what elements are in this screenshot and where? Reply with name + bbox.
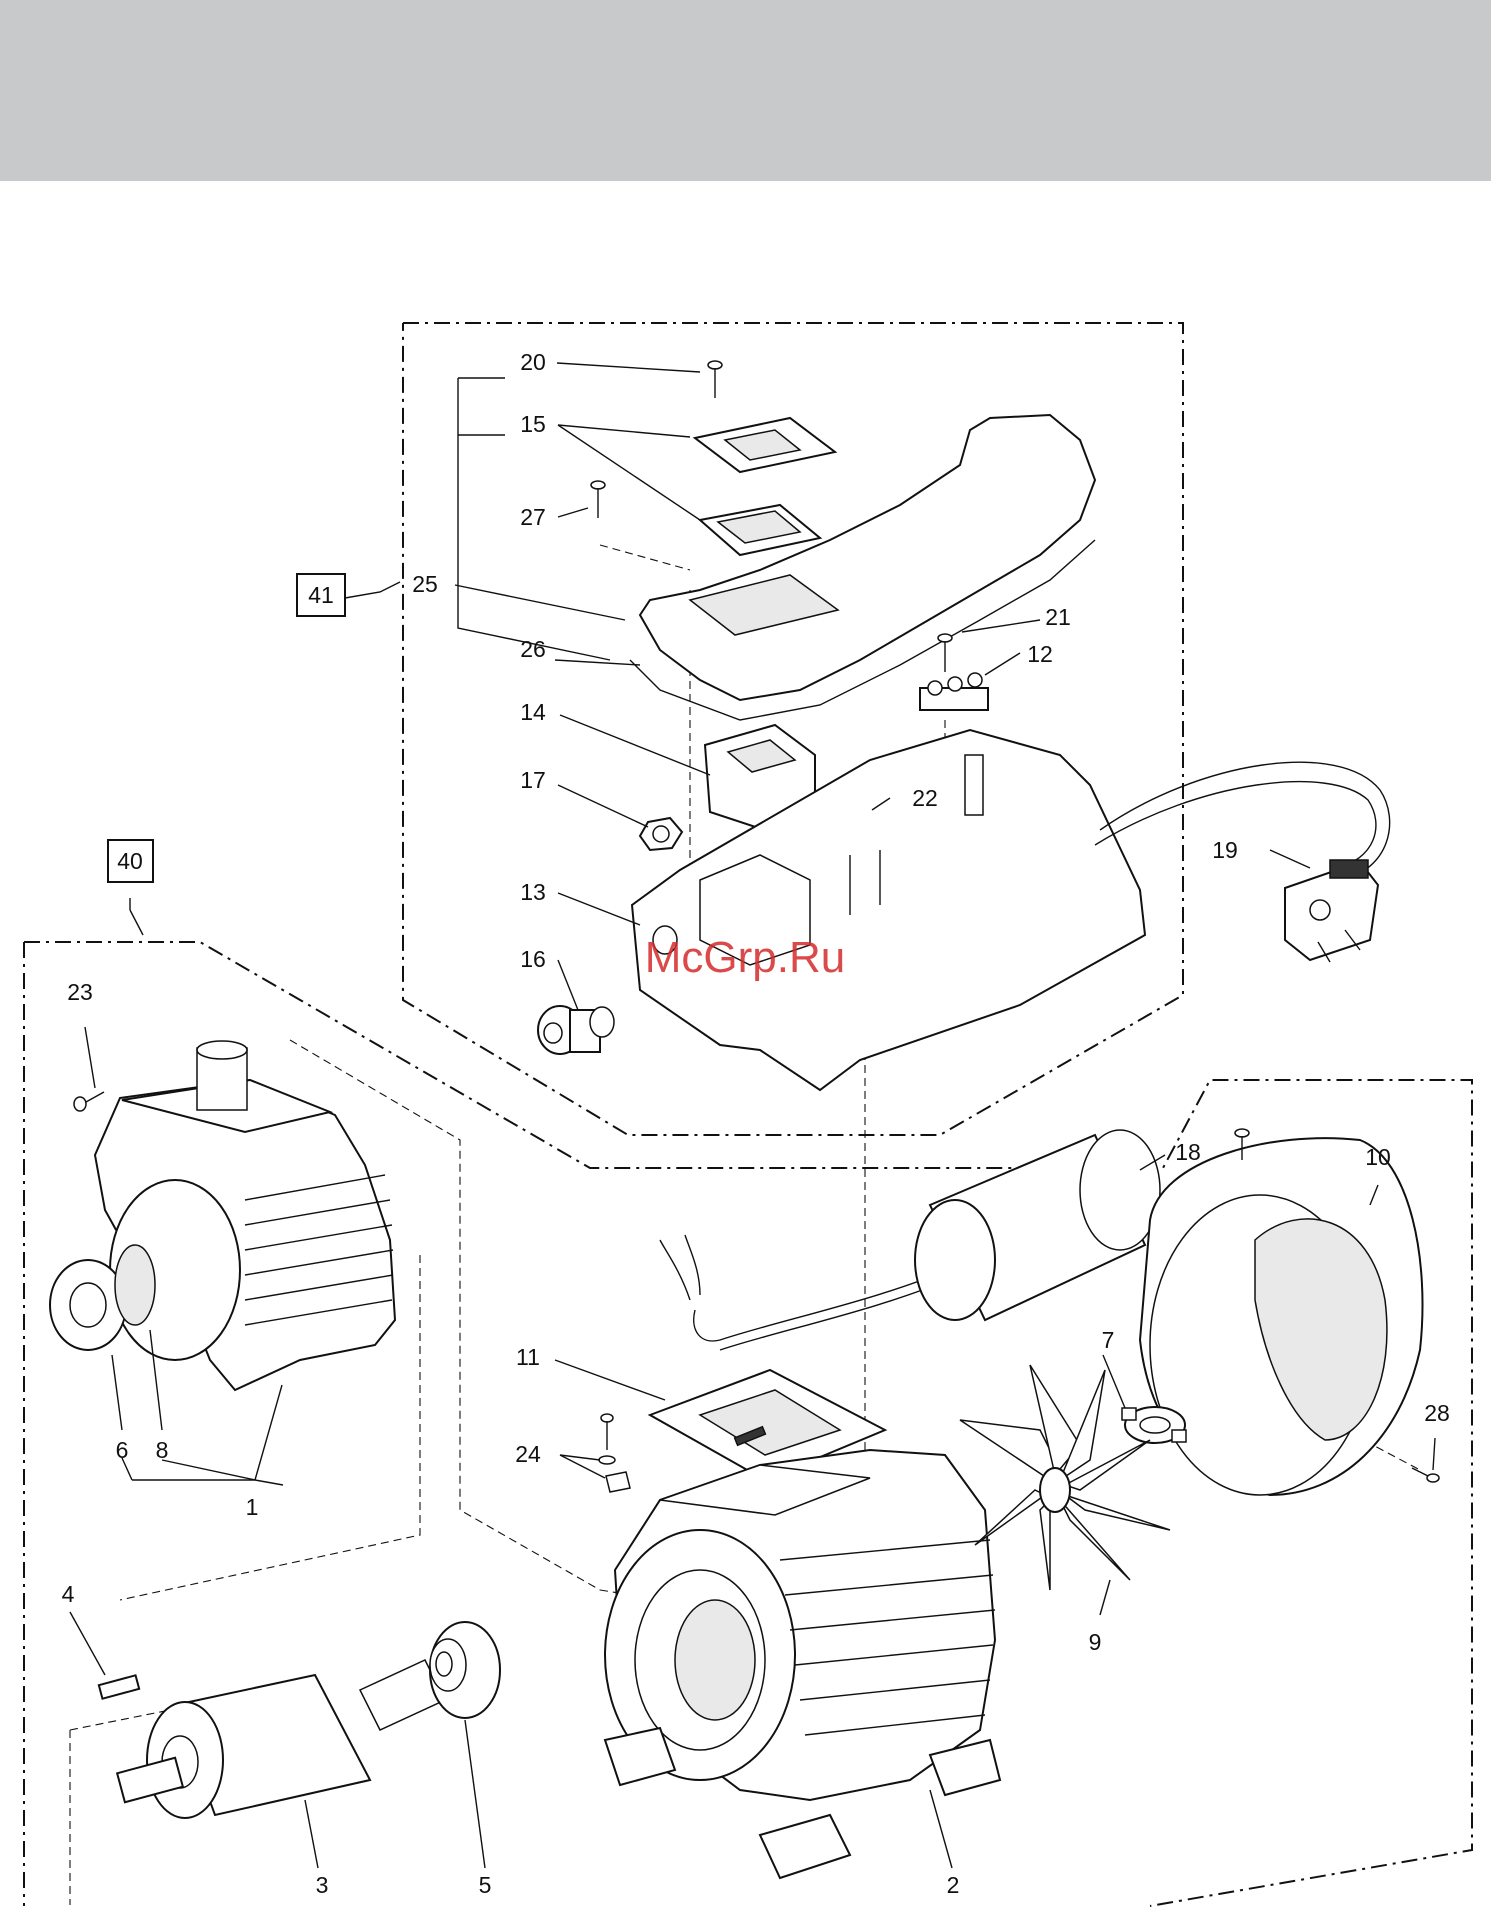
group-40-text: 40 bbox=[117, 848, 143, 874]
callout-28: 28 bbox=[1424, 1400, 1450, 1426]
rotor-part-3 bbox=[117, 1660, 445, 1818]
callout-23: 23 bbox=[67, 979, 93, 1005]
callout-11: 11 bbox=[516, 1344, 540, 1370]
screw-part-23 bbox=[74, 1092, 104, 1111]
callout-9: 9 bbox=[1089, 1629, 1102, 1655]
callout-16: 16 bbox=[520, 946, 546, 972]
callout-5: 5 bbox=[479, 1872, 492, 1898]
capacitor-part-18 bbox=[660, 1130, 1160, 1350]
terminal-block-part-12 bbox=[920, 673, 988, 710]
fan-part-9 bbox=[960, 1365, 1170, 1590]
callout-3: 3 bbox=[316, 1872, 329, 1898]
callout-14: 14 bbox=[520, 699, 546, 725]
callout-25: 25 bbox=[412, 571, 438, 597]
screw-part-27 bbox=[591, 481, 605, 518]
schuko-plug-part-19 bbox=[1285, 860, 1378, 962]
callout-26: 26 bbox=[520, 636, 546, 662]
group-41-text: 41 bbox=[308, 582, 334, 608]
callout-17: 17 bbox=[520, 767, 546, 793]
bearing-part-5 bbox=[430, 1622, 500, 1718]
callout-1: 1 bbox=[246, 1494, 259, 1520]
callout-10: 10 bbox=[1365, 1144, 1391, 1170]
callout-18: 18 bbox=[1175, 1139, 1201, 1165]
callout-22: 22 bbox=[912, 785, 938, 811]
callout-12: 12 bbox=[1027, 641, 1053, 667]
callout-19: 19 bbox=[1212, 837, 1238, 863]
watermark: McGrp.Ru bbox=[645, 933, 845, 982]
callout-13: 13 bbox=[520, 879, 546, 905]
group-label-40: 40 bbox=[108, 840, 153, 882]
stator-housing-part-2 bbox=[605, 1450, 1000, 1878]
screw-part-20 bbox=[708, 361, 722, 398]
lock-nut-part-17 bbox=[640, 818, 682, 850]
fan-clamp-part-7 bbox=[1122, 1407, 1186, 1443]
group-label-41: 41 bbox=[297, 574, 345, 616]
box-lid-part-25 bbox=[630, 415, 1095, 720]
callout-6: 6 bbox=[116, 1437, 129, 1463]
screw-part-28 bbox=[1412, 1468, 1439, 1482]
callout-24: 24 bbox=[515, 1441, 541, 1467]
callout-27: 27 bbox=[520, 504, 546, 530]
callout-7: 7 bbox=[1102, 1327, 1115, 1353]
callout-21: 21 bbox=[1045, 604, 1071, 630]
cable-gland-part-16 bbox=[538, 1006, 614, 1054]
callout-20: 20 bbox=[520, 349, 546, 375]
screw-part-21 bbox=[938, 634, 952, 672]
screw-washer-part-24 bbox=[599, 1414, 630, 1492]
switch-cover-part-15 bbox=[695, 418, 835, 555]
shaft-key-part-4 bbox=[99, 1675, 139, 1698]
callout-4: 4 bbox=[62, 1581, 75, 1607]
callout-2: 2 bbox=[947, 1872, 960, 1898]
callout-8: 8 bbox=[156, 1437, 169, 1463]
callout-15: 15 bbox=[520, 411, 546, 437]
